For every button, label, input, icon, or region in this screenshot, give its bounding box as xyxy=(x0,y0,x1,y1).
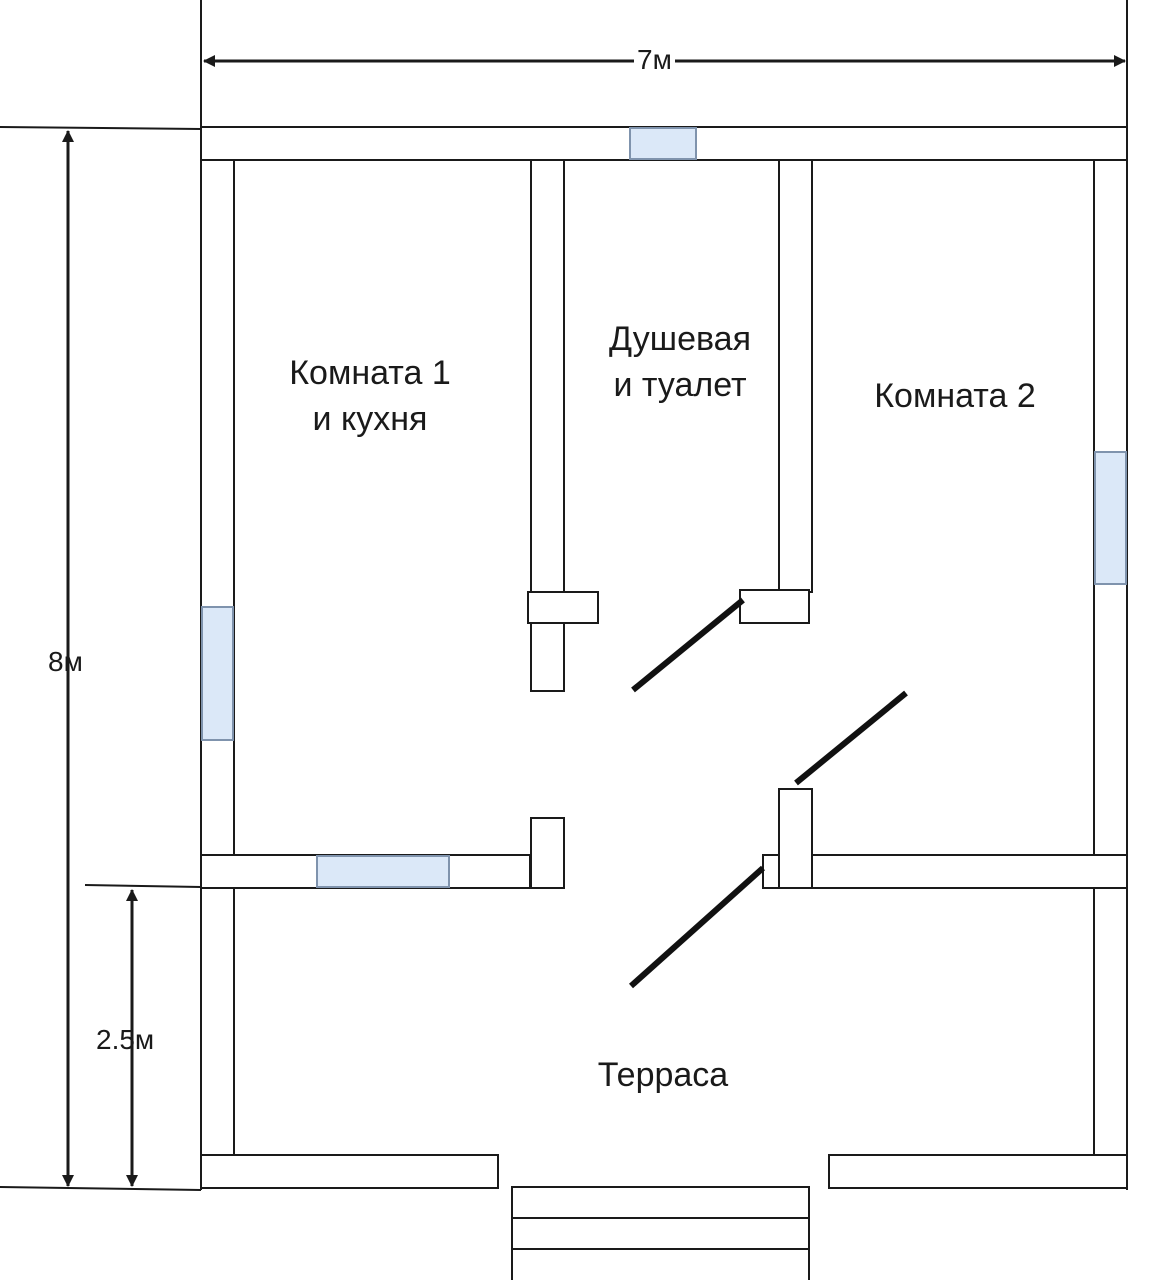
wall-bathroom-left xyxy=(530,159,565,593)
wall-bathroom-right xyxy=(778,159,813,593)
windows xyxy=(201,127,1127,888)
walls xyxy=(200,126,1128,1189)
door-bathroom xyxy=(631,597,745,693)
wall-bathroom-left-stub xyxy=(530,622,565,692)
wall-middle-right-stub xyxy=(762,854,780,889)
room2-label-line1: Комната 2 xyxy=(874,377,1036,415)
width-dimension-label: 7м xyxy=(634,44,675,76)
wall-middle-right xyxy=(811,854,1128,889)
ref-line-terrace xyxy=(84,884,202,888)
wall-middle-right-post xyxy=(778,788,813,889)
bathroom-label: Душевая и туалет xyxy=(575,316,785,408)
wall-bathroom-left-cap xyxy=(527,591,599,624)
window-right xyxy=(1094,451,1127,585)
terrace-label: Терраса xyxy=(563,1052,763,1098)
terrace-dimension-label: 2.5м xyxy=(96,1024,155,1055)
step-2 xyxy=(511,1217,810,1250)
room1-label-line1: Комната 1 xyxy=(289,354,451,392)
window-room1 xyxy=(316,855,450,888)
door-room2 xyxy=(794,690,908,786)
terrace-label-line1: Терраса xyxy=(597,1056,729,1094)
window-top xyxy=(629,127,697,160)
wall-right xyxy=(1093,159,1128,1156)
doors xyxy=(629,597,908,989)
wall-bottom-left xyxy=(200,1154,499,1189)
wall-bathroom-right-cap xyxy=(739,589,810,624)
wall-middle-left-post xyxy=(530,817,565,889)
step-3 xyxy=(511,1248,810,1280)
room2-label: Комната 2 xyxy=(840,373,1070,419)
bathroom-label-line2: и туалет xyxy=(613,366,747,404)
entrance-steps xyxy=(511,1186,810,1280)
room1-label-line2: и кухня xyxy=(312,400,428,438)
window-left xyxy=(201,606,234,741)
door-entrance xyxy=(629,865,765,989)
room1-label: Комната 1 и кухня xyxy=(260,350,480,442)
bathroom-label-line1: Душевая xyxy=(609,320,751,358)
step-1 xyxy=(511,1186,810,1219)
ref-line-bottom xyxy=(0,1186,202,1191)
wall-bottom-right xyxy=(828,1154,1128,1189)
height-dimension-label: 8м xyxy=(48,646,83,677)
ref-line-top xyxy=(0,126,202,130)
